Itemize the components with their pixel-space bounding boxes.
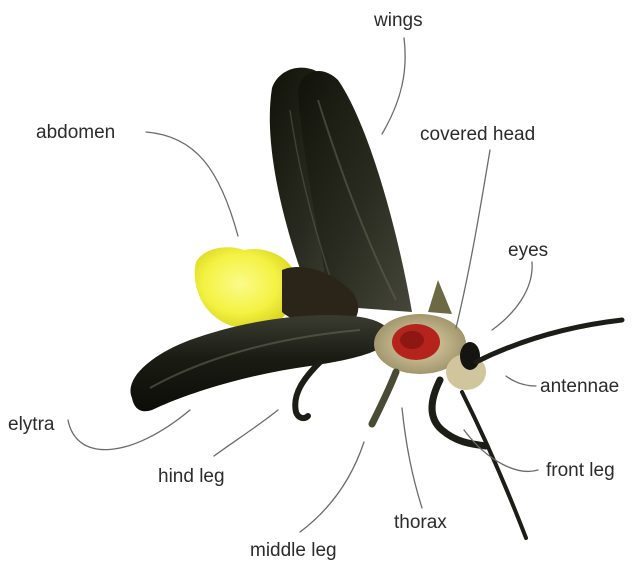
elytron xyxy=(130,315,390,411)
antenna-lower xyxy=(462,392,526,538)
leader-hind-leg xyxy=(214,410,278,456)
label-elytra: elytra xyxy=(8,414,55,435)
leader-wings xyxy=(382,38,405,134)
leader-eyes xyxy=(492,262,532,330)
label-antennae: antennae xyxy=(540,376,619,397)
leader-abdomen xyxy=(146,132,238,236)
eye xyxy=(460,342,480,370)
front-leg-shape xyxy=(432,380,486,446)
leader-covered-head xyxy=(456,150,490,328)
pronotum-red-core xyxy=(400,331,424,349)
leader-elytra xyxy=(68,410,190,450)
label-covered-head: covered head xyxy=(420,124,535,145)
label-middle-leg: middle leg xyxy=(250,540,337,561)
label-thorax: thorax xyxy=(394,512,447,533)
hind-leg-shape xyxy=(295,362,320,418)
leader-thorax xyxy=(402,408,422,508)
label-eyes: eyes xyxy=(508,240,548,261)
label-hind-leg: hind leg xyxy=(158,466,225,487)
leader-middle-leg xyxy=(300,442,364,532)
abdomen-glow xyxy=(195,247,296,328)
middle-leg-shape xyxy=(372,372,396,424)
wing-base-spike xyxy=(428,280,452,314)
leader-antennae xyxy=(506,376,536,386)
label-abdomen: abdomen xyxy=(36,122,115,143)
leader-front-leg xyxy=(464,430,538,471)
label-wings: wings xyxy=(373,10,423,31)
label-front-leg: front leg xyxy=(546,460,615,481)
